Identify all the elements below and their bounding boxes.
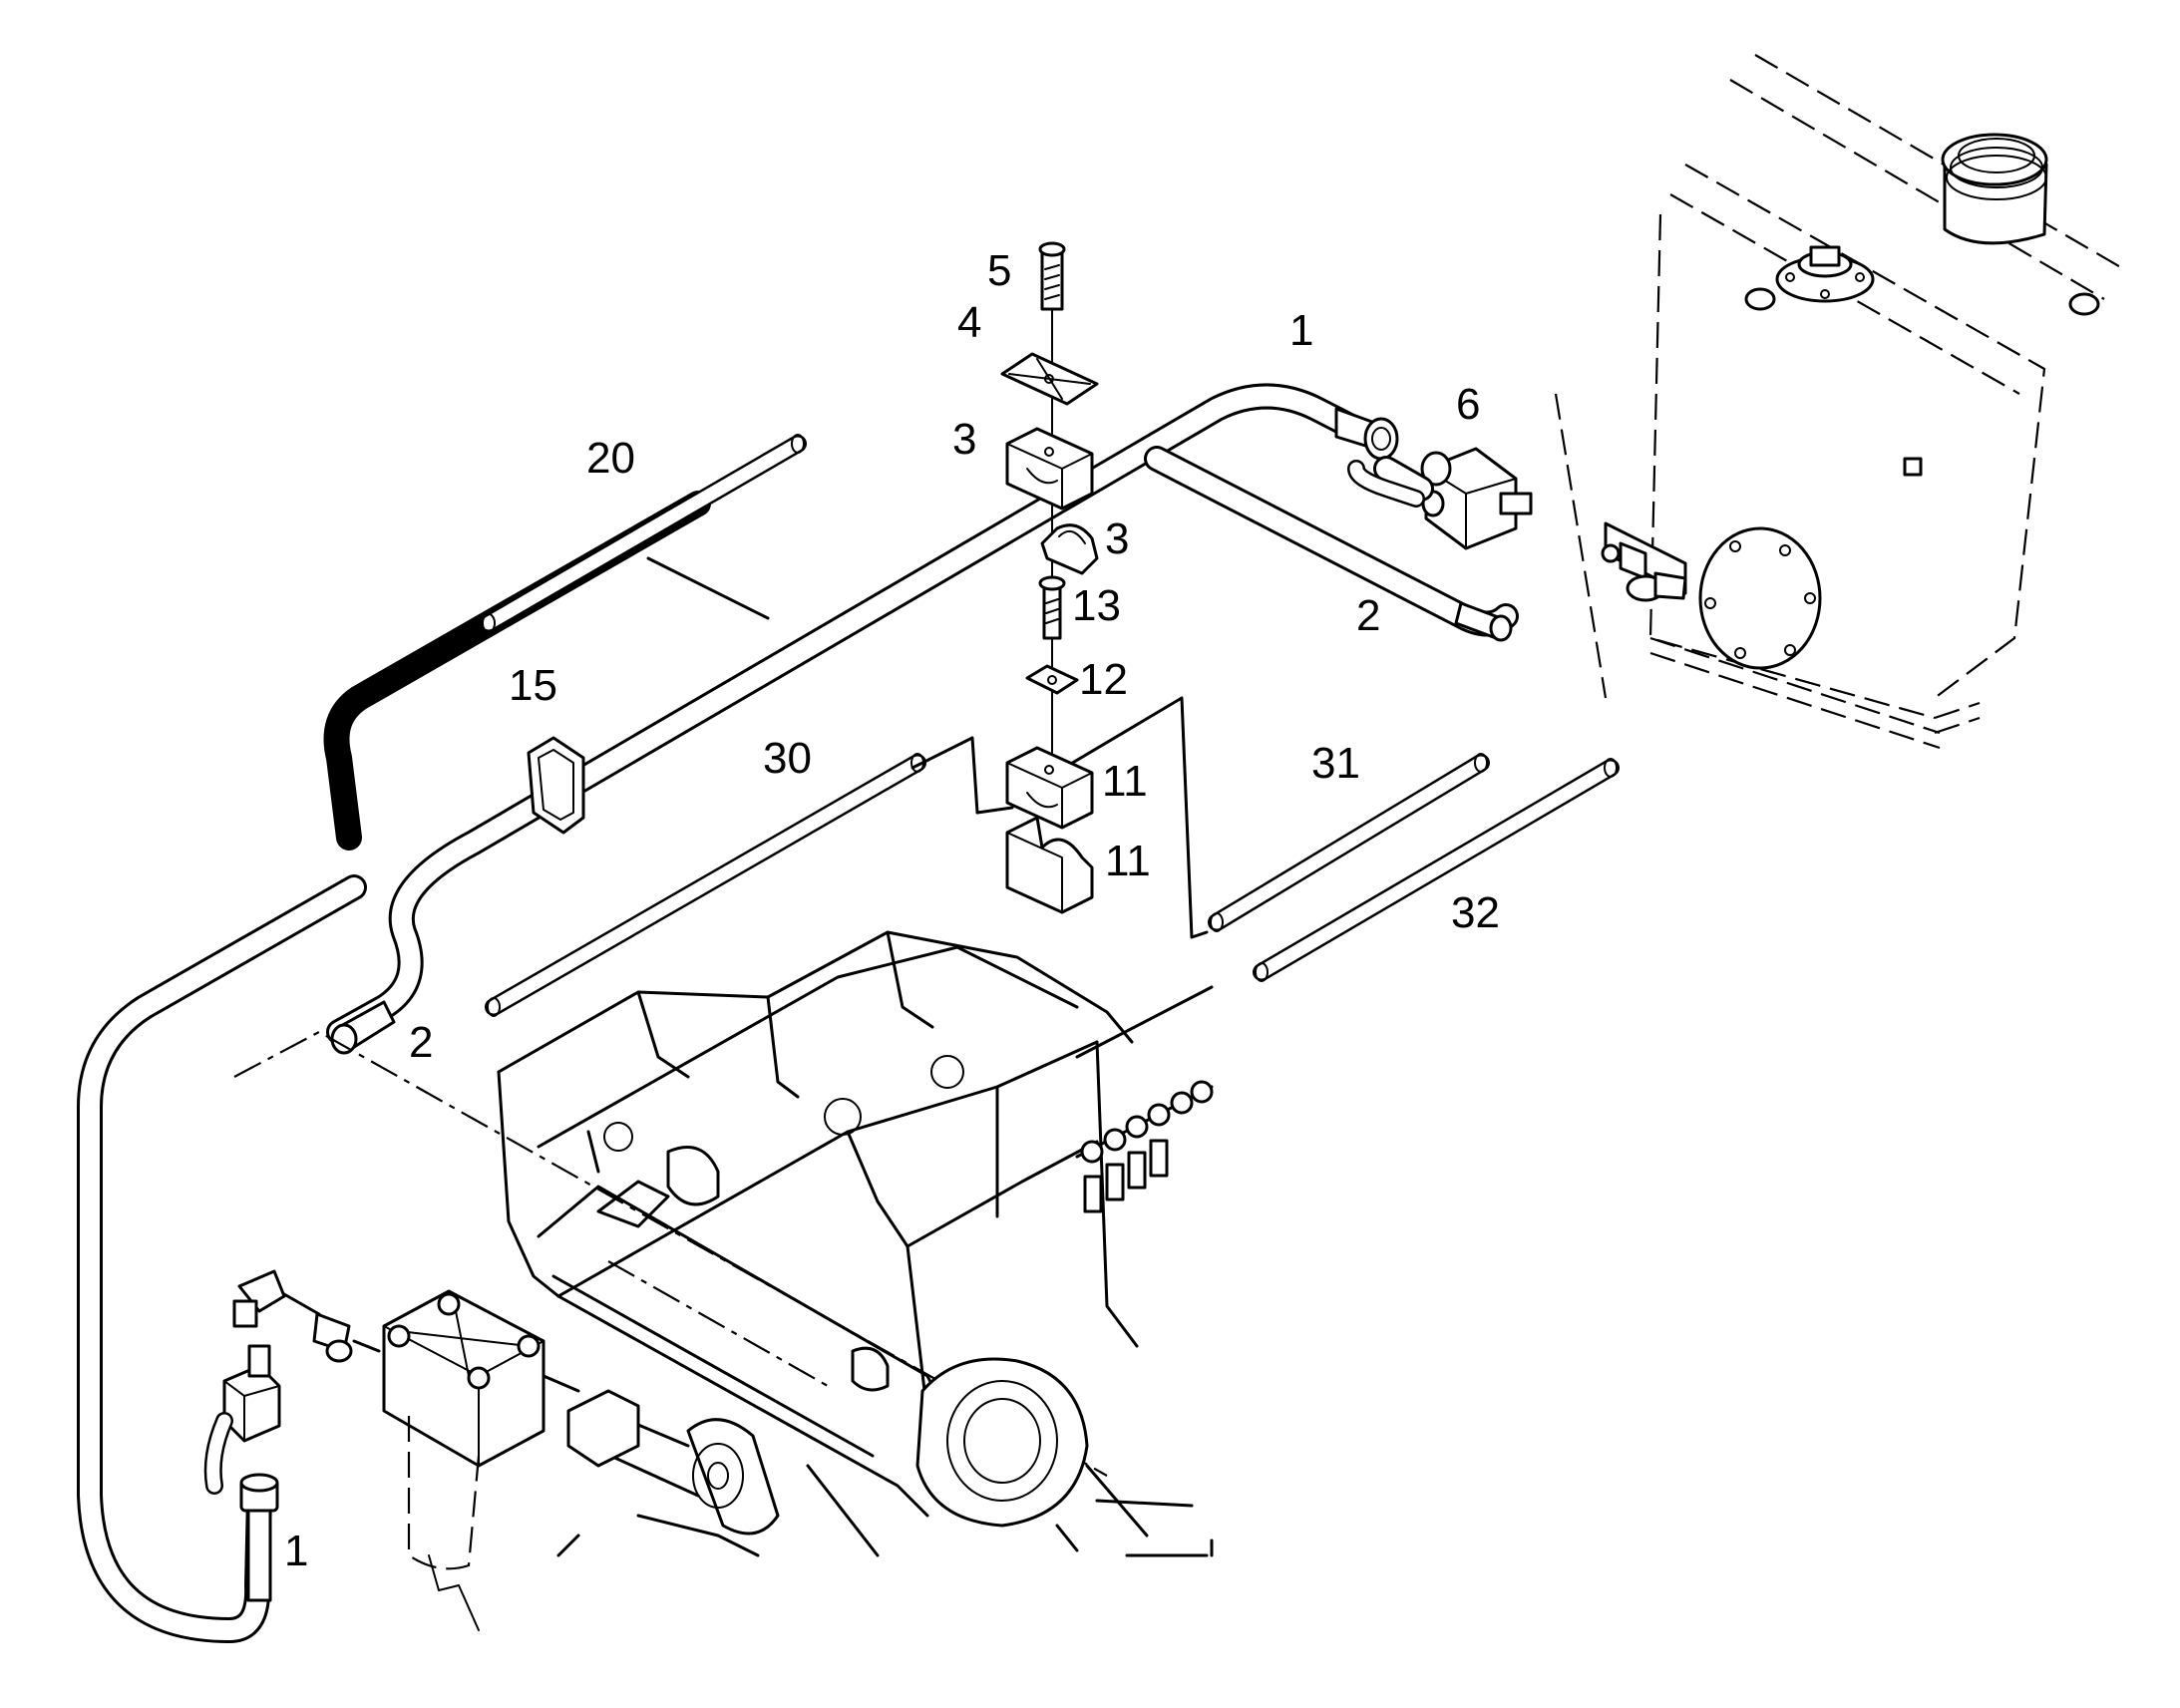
line-1-bottom-nut bbox=[239, 1473, 279, 1602]
injectors bbox=[1080, 1080, 1214, 1213]
fuel-line-2 bbox=[323, 446, 1519, 1055]
rod-30 bbox=[485, 753, 926, 1017]
callout-32: 32 bbox=[1451, 888, 1500, 937]
callout-4: 4 bbox=[957, 298, 981, 347]
clamp-half-3-top bbox=[1005, 427, 1094, 511]
leader-lines bbox=[646, 248, 1209, 939]
callout-3-bottom: 3 bbox=[1105, 514, 1129, 563]
line-2-left-nut bbox=[330, 1000, 396, 1055]
line-1-top-nut bbox=[1334, 407, 1399, 461]
line-2-right-nut bbox=[1454, 601, 1513, 642]
bolt-5 bbox=[1038, 241, 1066, 311]
callout-12: 12 bbox=[1079, 655, 1128, 704]
tank-filler-cap bbox=[1941, 133, 2048, 245]
grommet-15 bbox=[527, 736, 585, 835]
callout-3-top: 3 bbox=[952, 415, 976, 464]
callout-11-top: 11 bbox=[1102, 757, 1148, 806]
callout-2-left: 2 bbox=[409, 1018, 433, 1067]
cover-plate-4 bbox=[1000, 352, 1099, 406]
callout-6: 6 bbox=[1456, 380, 1480, 429]
tank-plug bbox=[1744, 287, 2100, 477]
clamp-half-3-bottom bbox=[1040, 523, 1099, 575]
callout-13: 13 bbox=[1072, 581, 1121, 630]
bolt-13 bbox=[1038, 575, 1066, 640]
callout-5: 5 bbox=[987, 246, 1011, 295]
callout-2-right: 2 bbox=[1356, 591, 1380, 640]
callout-30: 30 bbox=[763, 734, 812, 783]
tank-inspection-cover bbox=[1698, 526, 1822, 670]
callout-20: 20 bbox=[586, 434, 635, 483]
rod-20 bbox=[480, 434, 807, 633]
elbow-fitting bbox=[232, 1269, 321, 1328]
callout-31: 31 bbox=[1311, 739, 1360, 788]
engine-outline bbox=[233, 930, 1214, 1557]
callout-11-bottom: 11 bbox=[1105, 837, 1151, 885]
tank-outlet-fitting bbox=[1601, 521, 1687, 602]
clamp-half-11-bottom bbox=[1005, 816, 1094, 914]
shutoff-valve-6 bbox=[1347, 447, 1533, 550]
callout-1-top: 1 bbox=[1289, 306, 1313, 355]
washer-12 bbox=[1025, 664, 1079, 695]
clamp-half-11-top bbox=[1005, 746, 1094, 830]
callout-15: 15 bbox=[509, 661, 557, 710]
fuel-tank bbox=[1554, 54, 2125, 750]
fuel-line-1 bbox=[77, 383, 1399, 1643]
callout-1-bottom: 1 bbox=[284, 1527, 308, 1575]
filter-tap-valve bbox=[203, 1344, 281, 1495]
rod-32 bbox=[1253, 758, 1620, 982]
rod-31 bbox=[1208, 753, 1490, 932]
fuel-filter bbox=[382, 1289, 580, 1631]
tank-sender-flange bbox=[1775, 245, 1875, 303]
callout-labels: 1 1 2 2 3 3 4 5 6 11 11 12 13 15 20 30 3… bbox=[284, 246, 1500, 1575]
straight-connector bbox=[312, 1312, 381, 1363]
